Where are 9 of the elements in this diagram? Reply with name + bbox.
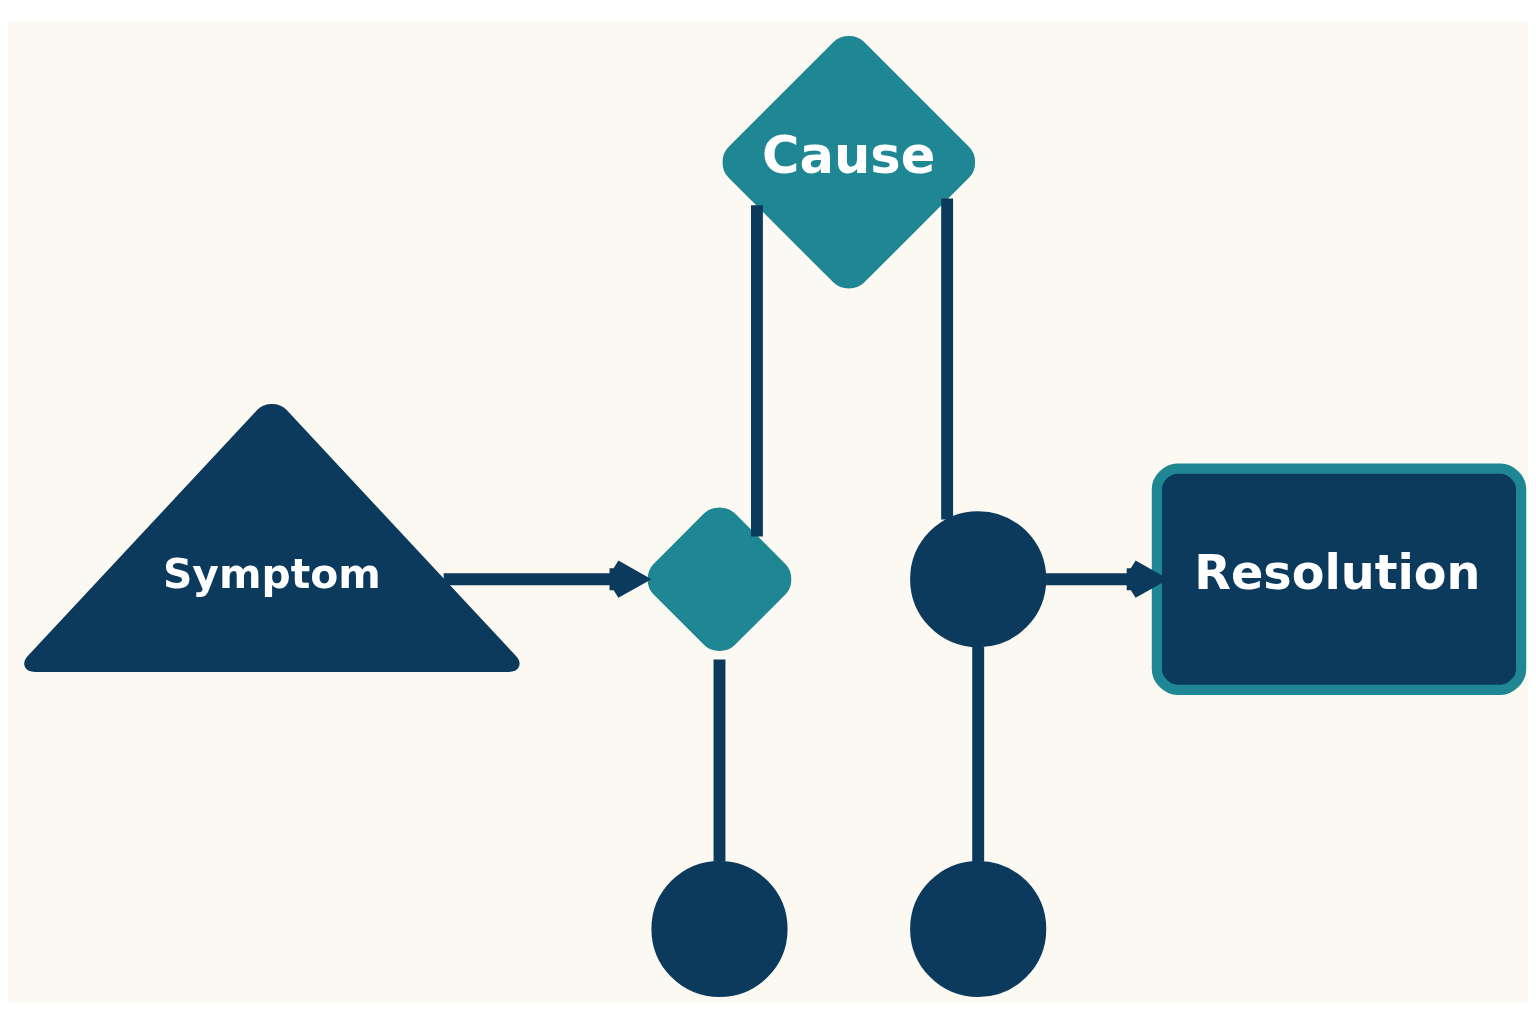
node-circle: [651, 860, 788, 998]
node-circle: [910, 860, 1047, 998]
node-diamond: [647, 507, 792, 652]
node-circle: [910, 511, 1047, 648]
connector: [941, 198, 954, 520]
node-box: Resolution: [1151, 463, 1527, 695]
connector: [713, 659, 726, 862]
connector: [972, 646, 985, 862]
connector: [751, 205, 763, 537]
